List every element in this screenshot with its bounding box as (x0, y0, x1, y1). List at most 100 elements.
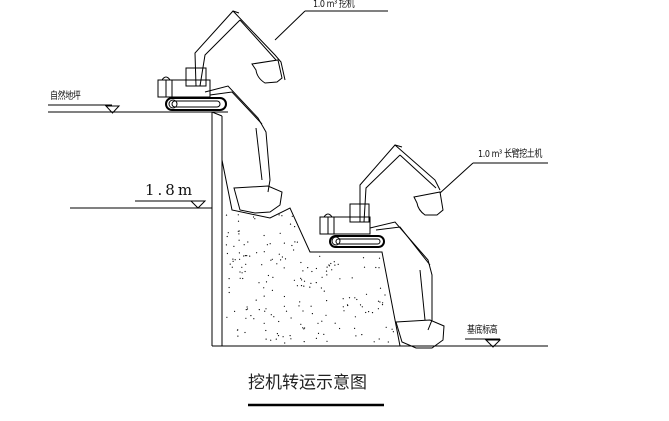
soil-dot (320, 287, 322, 289)
soil-dot (267, 274, 269, 277)
soil-dot (241, 266, 243, 268)
soil-dot (301, 279, 303, 281)
soil-dot (315, 267, 317, 270)
soil-dot (303, 341, 305, 343)
soil-dot (237, 220, 240, 222)
soil-dot (242, 277, 244, 280)
soil-dot (289, 335, 291, 337)
soil-dot (245, 317, 247, 319)
soil-dot (326, 274, 328, 276)
soil-dot (310, 305, 312, 307)
soil-dot (275, 338, 277, 340)
soil-dot (309, 286, 311, 288)
soil-dot (321, 276, 323, 278)
soil-dot (355, 335, 357, 337)
natural-ground-label: 自然地坪 (50, 91, 81, 102)
soil-dot (379, 287, 382, 289)
soil-dot (290, 338, 292, 340)
soil-dot (392, 331, 394, 333)
excavator-middle-tracks (329, 235, 385, 248)
soil-dot (311, 313, 313, 315)
soil-dot (378, 267, 380, 269)
soil-dot (339, 278, 341, 280)
soil-dot (270, 314, 272, 316)
soil-dot (302, 327, 304, 329)
soil-dot (249, 255, 251, 257)
soil-dot (283, 242, 285, 244)
soil-dot (310, 282, 312, 284)
soil-dot (326, 300, 328, 302)
soil-dot (253, 318, 255, 320)
soil-dot (315, 337, 317, 339)
soil-dot (278, 214, 280, 216)
soil-dot (226, 316, 228, 318)
soil-dot (342, 306, 344, 308)
soil-dot (326, 266, 328, 268)
soil-dot (290, 317, 292, 319)
soil-dot (276, 263, 278, 265)
soil-dot (354, 327, 356, 329)
soil-dot (245, 263, 247, 265)
soil-dot (354, 316, 356, 318)
soil-dot (276, 333, 278, 335)
soil-dot (294, 241, 296, 243)
soil-dot (228, 286, 230, 289)
soil-dot (281, 256, 283, 258)
soil-dot (293, 249, 295, 251)
soil-dot (346, 304, 349, 306)
soil-dot (387, 341, 389, 343)
soil-dot (337, 263, 339, 265)
excavator-middle-lowered-arm (369, 221, 445, 349)
soil-dot (289, 223, 292, 225)
soil-dot (243, 244, 245, 246)
soil-dot (231, 266, 233, 268)
soil-dot (278, 320, 280, 323)
soil-dot (300, 261, 302, 264)
soil-dot (243, 255, 245, 257)
soil-dot (300, 277, 302, 279)
soil-dot (377, 300, 380, 302)
soil-dot (284, 342, 286, 344)
soil-dot (234, 259, 236, 261)
soil-dot (270, 339, 272, 341)
soil-dot (246, 306, 248, 308)
soil-dot (304, 327, 306, 329)
soil-dot (265, 308, 267, 310)
soil-dot (270, 259, 272, 261)
top-excavator-callout: 1.0 m³ 挖机 (313, 0, 355, 10)
soil-dot (391, 328, 393, 330)
soil-dot (237, 214, 239, 216)
base-level-label: 基底标高 (467, 325, 498, 336)
soil-dot (256, 252, 258, 254)
soil-dot (326, 340, 328, 342)
soil-dot (285, 310, 288, 312)
soil-dot (377, 308, 379, 310)
soil-dot (299, 301, 301, 303)
soil-dot (252, 216, 255, 218)
soil-dot (265, 329, 267, 332)
soil-dot (263, 322, 265, 324)
soil-dot (378, 338, 380, 340)
soil-dot (291, 215, 293, 217)
soil-dot (302, 310, 304, 312)
soil-dot (263, 295, 265, 297)
soil-dot (351, 277, 353, 279)
soil-dot (282, 336, 284, 338)
excavator-middle (319, 144, 445, 349)
soil-dot (278, 253, 280, 255)
soil-dot (300, 285, 303, 287)
soil-dot (300, 323, 302, 325)
soil-dot (280, 259, 282, 261)
soil-dot (371, 312, 374, 314)
soil-dot (334, 264, 336, 266)
soil-dot (328, 264, 330, 266)
excavator-top-tracks (165, 97, 227, 111)
soil-dot (239, 277, 241, 279)
soil-dot (266, 244, 268, 246)
soil-dot (236, 329, 239, 331)
long-arm-excavator-callout: 1.0 m³ 长臂挖土机 (478, 149, 543, 160)
soil-slope-profile (221, 159, 401, 347)
middle-callout-leader (439, 162, 474, 194)
excavator-top (157, 10, 286, 214)
